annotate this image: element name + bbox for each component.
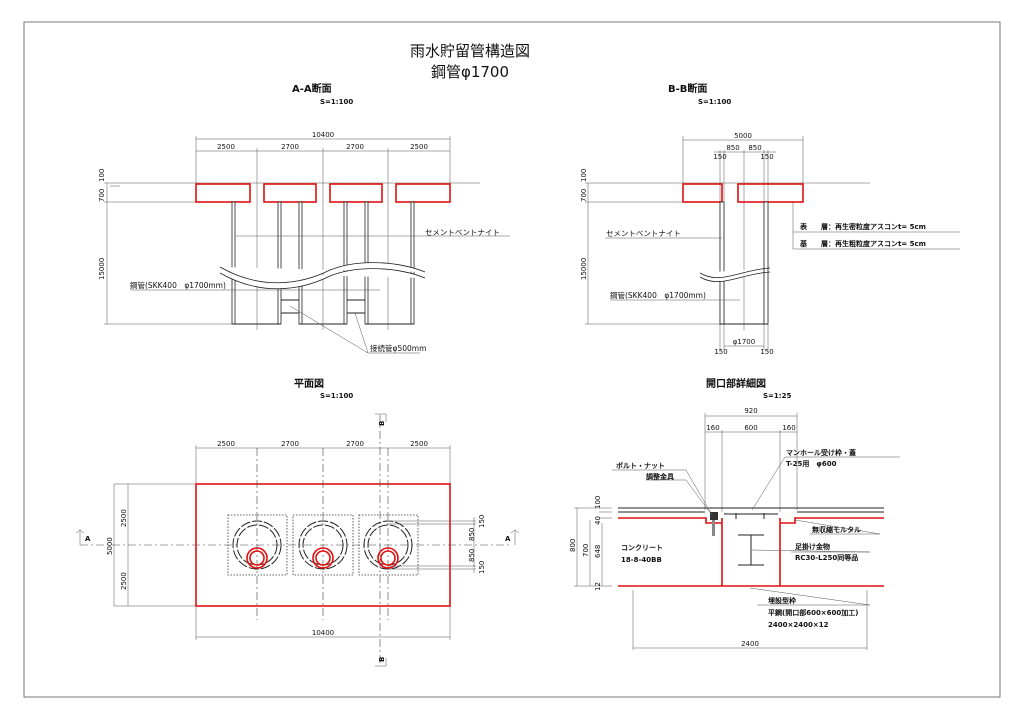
dim-40: 40	[594, 516, 602, 525]
label-surface-layer: 表 層：再生密粒度アスコンt= 5cm	[799, 222, 926, 231]
dim-total: 10400	[312, 131, 334, 139]
section-marker-a: A	[85, 535, 91, 543]
dim-span: 2700	[346, 440, 364, 448]
label-manhole-frame: マンホール受け枠・蓋	[786, 448, 856, 457]
dim-span: 2500	[217, 440, 235, 448]
dim-150: 150	[713, 153, 726, 161]
label-adjuster: 調整金具	[646, 472, 674, 481]
dim-2400: 2400	[741, 640, 759, 648]
dim-15000: 15000	[580, 258, 588, 280]
label-concrete: コンクリート	[621, 543, 663, 552]
dim-2500: 2500	[120, 509, 128, 527]
label-step-iron-spec: RC30-L250同等品	[795, 553, 858, 562]
dim-150: 150	[714, 348, 727, 356]
section-marker-a: A	[505, 535, 511, 543]
label-steel-pipe: 鋼管(SKK400 φ1700mm)	[130, 280, 226, 290]
label-manhole-spec: T-25用 φ600	[786, 460, 837, 468]
plan-title: 平面図	[294, 378, 324, 390]
dim-span: 2500	[410, 143, 428, 151]
opening-detail: 開口部詳細図 S=1:25 920 160 600 160 800 700 64…	[569, 377, 900, 650]
section-marker-b: B	[378, 657, 386, 662]
section-marker-b: B	[378, 421, 386, 426]
label-bentonite: セメントベントナイト	[425, 228, 500, 237]
section-aa-scale: S=1:100	[320, 98, 353, 106]
dim-850: 850	[468, 549, 476, 562]
drawing-subtitle: 鋼管φ1700	[431, 63, 509, 81]
label-concrete-spec: 18-8-40BB	[621, 556, 662, 564]
label-form: 埋設型枠	[768, 596, 796, 605]
detail-title: 開口部詳細図	[706, 377, 766, 390]
dim-total: 5000	[734, 132, 752, 140]
drawing-title: 雨水貯留管構造図	[410, 42, 530, 60]
label-steel-pipe: 鋼管(SKK400 φ1700mm)	[610, 290, 706, 300]
label-form-material: 平鋼(開口部600×600加工)	[768, 608, 859, 617]
dim-920: 920	[744, 407, 757, 415]
dim-15000: 15000	[98, 258, 106, 280]
detail-scale: S=1:25	[763, 392, 791, 400]
dim-span: 2700	[281, 440, 299, 448]
dim-100: 100	[594, 496, 602, 509]
dim-700: 700	[582, 544, 590, 557]
dim-150: 150	[760, 348, 773, 356]
dim-700: 700	[98, 189, 106, 202]
plan-view: 平面図 S=1:100 2500 2700 2700 2500 10400 50…	[75, 378, 520, 667]
label-bentonite: セメントベントナイト	[606, 229, 681, 238]
dim-648: 648	[594, 545, 602, 558]
dim-12: 12	[594, 582, 602, 591]
dim-150: 150	[478, 515, 486, 528]
dim-160: 160	[782, 424, 795, 432]
dim-100: 100	[98, 169, 106, 182]
label-connector: 接続管φ500mm	[370, 343, 426, 353]
dim-span: 2700	[346, 143, 364, 151]
dim-600: 600	[744, 424, 757, 432]
dim-total: 10400	[312, 629, 334, 637]
dim-2500: 2500	[120, 572, 128, 590]
dim-160: 160	[706, 424, 719, 432]
dim-850: 850	[726, 144, 739, 152]
dim-850: 850	[468, 528, 476, 541]
section-bb-title: B-B断面	[668, 82, 707, 95]
label-step-iron: 足掛け金物	[795, 542, 830, 551]
dim-diameter: φ1700	[733, 338, 755, 346]
sheet-border	[23, 21, 1001, 698]
section-bb-scale: S=1:100	[698, 98, 731, 106]
label-base-layer: 基 層：再生粗粒度アスコンt= 5cm	[799, 239, 926, 248]
dim-span: 2500	[410, 440, 428, 448]
dim-850: 850	[748, 144, 761, 152]
dim-span: 2700	[281, 143, 299, 151]
dim-800: 800	[569, 539, 577, 552]
dim-150: 150	[478, 561, 486, 574]
dim-700: 700	[580, 189, 588, 202]
dim-150: 150	[760, 153, 773, 161]
section-aa: A-A断面 S=1:100 10400 2500 2700 2700 2500 …	[98, 82, 510, 354]
section-aa-title: A-A断面	[292, 82, 332, 95]
section-bb: B-B断面 S=1:100 5000 850 850 150 150 700 1…	[580, 82, 960, 356]
label-bolt-nut: ボルト・ナット	[616, 461, 665, 470]
plan-scale: S=1:100	[320, 392, 353, 400]
label-form-size: 2400×2400×12	[768, 621, 829, 629]
dim-5000: 5000	[106, 537, 114, 555]
dim-span: 2500	[217, 143, 235, 151]
label-mortar: 無収縮モルタル	[812, 525, 861, 534]
dim-100: 100	[580, 169, 588, 182]
